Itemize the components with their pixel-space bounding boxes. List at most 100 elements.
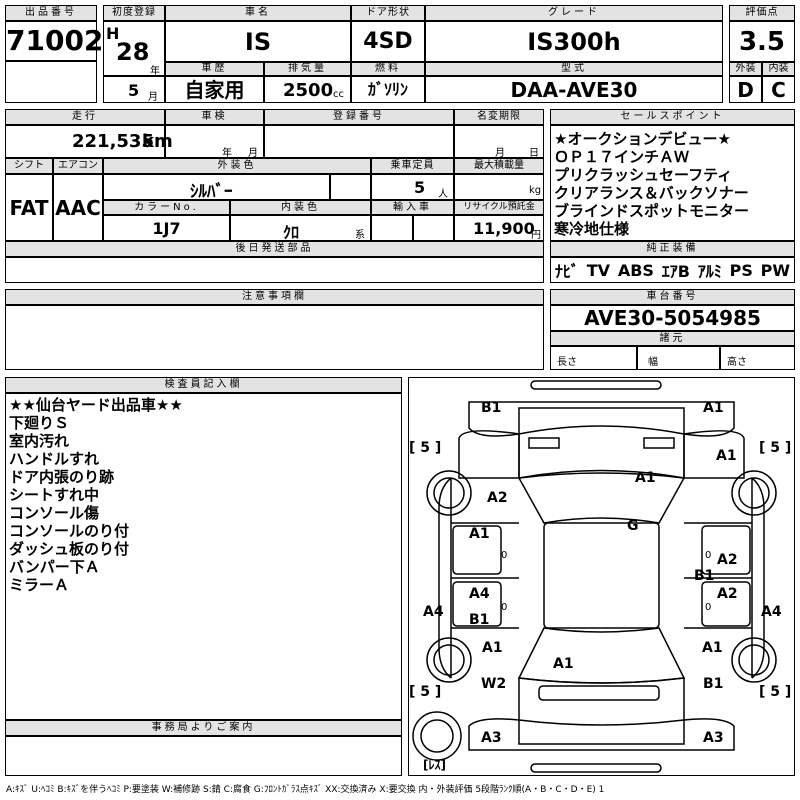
car-name-header: 車名 xyxy=(165,5,351,21)
inspector-note-item: コンソール傷 xyxy=(9,504,100,522)
displacement-cell: 2500 cc xyxy=(264,76,351,103)
equipment-item: ﾅﾋﾞ xyxy=(554,262,579,281)
name-change-month-unit: 月 xyxy=(495,148,505,159)
wheel-left-rear-inner xyxy=(433,644,465,676)
name-change-header: 名変期限 xyxy=(454,109,544,125)
inspector-note-item: ドア内張のり跡 xyxy=(9,468,115,486)
tire-tread-left-front: [ 5 ] xyxy=(409,440,442,456)
later-parts-cell xyxy=(5,257,544,283)
damage-legend: A:ｷｽﾞ U:ﾍｺﾐ B:ｷｽﾞを伴うﾍｺﾐ P:要塗装 W:補修跡 S:錆 … xyxy=(6,785,605,795)
sales-point-item: 寒冷地仕様 xyxy=(554,220,630,238)
chassis-number-header: 車台番号 xyxy=(550,289,795,305)
first-registration-cell: H 28 年 xyxy=(103,21,165,77)
sales-point-item: クリアランス＆バックソナー xyxy=(554,184,749,202)
wheel-right-rear-inner xyxy=(738,644,770,676)
history-value: 自家用 xyxy=(165,76,264,103)
year-unit: 年 xyxy=(150,66,160,77)
notes-cell xyxy=(5,305,544,370)
model-code-value: DAA-AVE30 xyxy=(425,76,723,103)
interior-color-header: 内装色 xyxy=(230,200,371,215)
lot-number-value: 71002 xyxy=(5,21,103,61)
damage-label-1: B1 xyxy=(481,400,502,416)
score-value: 3.5 xyxy=(729,21,795,62)
left-front-fender xyxy=(458,430,520,479)
office-cell xyxy=(5,736,402,776)
rear-bumper-strip xyxy=(530,763,662,773)
mileage-value: 221,535 xyxy=(72,131,154,152)
chassis-number-value: AVE30-5054985 xyxy=(550,305,795,331)
exterior-color-extra-cell xyxy=(330,174,371,200)
damage-label-10: A2 xyxy=(717,586,738,602)
inspector-header: 検査員記入欄 xyxy=(5,377,402,393)
mileage-cell: 221,535 km xyxy=(5,125,173,158)
fuel-value: ｶﾞｿﾘﾝ xyxy=(351,76,425,103)
import-cell-a xyxy=(371,215,413,241)
recycle-value: 11,900 xyxy=(473,219,535,238)
damage-label-11: A4 xyxy=(423,604,444,620)
displacement-header: 排気量 xyxy=(264,62,351,76)
sales-point-item: ★オークションデビュー★ xyxy=(554,130,731,148)
mileage-header: 走行 xyxy=(5,109,165,125)
recycle-header: リサイクル預託金 xyxy=(454,200,544,215)
max-load-cell: kg xyxy=(454,174,544,200)
grade-value: IS300h xyxy=(425,21,723,62)
era-letter: H xyxy=(106,24,120,43)
width-cell: 幅 xyxy=(637,346,720,370)
recycle-cell: 11,900 円 xyxy=(454,215,544,241)
tire-tread-right-front: [ 5 ] xyxy=(759,440,792,456)
trunk xyxy=(518,677,685,726)
rear-bumper-outline xyxy=(468,718,735,751)
damage-label-2: A1 xyxy=(703,400,724,416)
damage-label-9: B1 xyxy=(694,568,715,584)
inspector-note-item: コンソールのり付 xyxy=(9,522,130,540)
damage-label-21: A3 xyxy=(703,730,724,746)
damage-label-8: A2 xyxy=(717,552,738,568)
inspector-note-item: ハンドルすれ xyxy=(9,450,100,468)
wheel-left-front-outer xyxy=(426,470,472,516)
name-change-day-unit: 日 xyxy=(529,148,539,159)
damage-label-17: A1 xyxy=(702,640,723,656)
damage-label-6: G xyxy=(627,518,639,534)
capacity-value: 5 xyxy=(414,178,426,197)
headlight-left xyxy=(528,437,560,449)
displacement-unit: cc xyxy=(333,89,344,100)
lot-blank-cell xyxy=(5,61,97,103)
tire-tread-left-rear: [ 5 ] xyxy=(409,684,442,700)
later-parts-header: 後日発送部品 xyxy=(5,241,544,257)
damage-label-12: A4 xyxy=(469,586,490,602)
max-load-header: 最大積載量 xyxy=(454,158,544,174)
left-rear-door xyxy=(452,581,502,627)
equipment-item: TV xyxy=(586,260,611,280)
inspector-note-item: バンパー下Ａ xyxy=(9,558,100,576)
inspector-note-item: シートすれ中 xyxy=(9,486,100,504)
displacement-value: 2500 xyxy=(283,80,334,101)
rear-lights xyxy=(538,685,660,701)
inspection-header: 車検 xyxy=(165,109,264,125)
rear-window xyxy=(517,627,686,684)
lot-number-header: 出品番号 xyxy=(5,5,97,21)
grade-header: グレード xyxy=(425,5,723,21)
damage-label-5: A1 xyxy=(635,470,656,486)
inspection-month-unit: 月 xyxy=(248,148,258,159)
registration-year: 28 xyxy=(116,38,150,66)
registration-month: 5 xyxy=(128,81,140,100)
door-zero-left: 0 xyxy=(501,550,508,561)
damage-label-4: A2 xyxy=(487,490,508,506)
name-change-cell: 月 日 xyxy=(454,125,544,159)
car-outline-diagram xyxy=(412,380,777,773)
import-header: 輸入車 xyxy=(371,200,454,215)
notes-header: 注意事項欄 xyxy=(5,289,544,305)
recycle-unit: 円 xyxy=(531,230,541,241)
inspector-note-item: ★★仙台ヤード出品車★★ xyxy=(9,396,183,414)
damage-label-13: B1 xyxy=(469,612,490,628)
right-door-lines xyxy=(684,522,752,629)
registration-month-cell: 5 月 xyxy=(103,76,165,103)
exterior-color-cell: ｼﾙﾊﾞｰ xyxy=(103,174,330,202)
exterior-grade-header: 外装 xyxy=(729,62,762,76)
left-door-lines xyxy=(451,522,519,629)
history-header: 車歴 xyxy=(165,62,264,76)
inspector-note-item: ミラーＡ xyxy=(9,576,70,594)
damage-diagram-frame: B1 A1 A1 A2 A1 G A1 A2 B1 A2 A4 A4 B1 A4… xyxy=(408,377,795,776)
shift-value: FAT xyxy=(5,174,53,241)
